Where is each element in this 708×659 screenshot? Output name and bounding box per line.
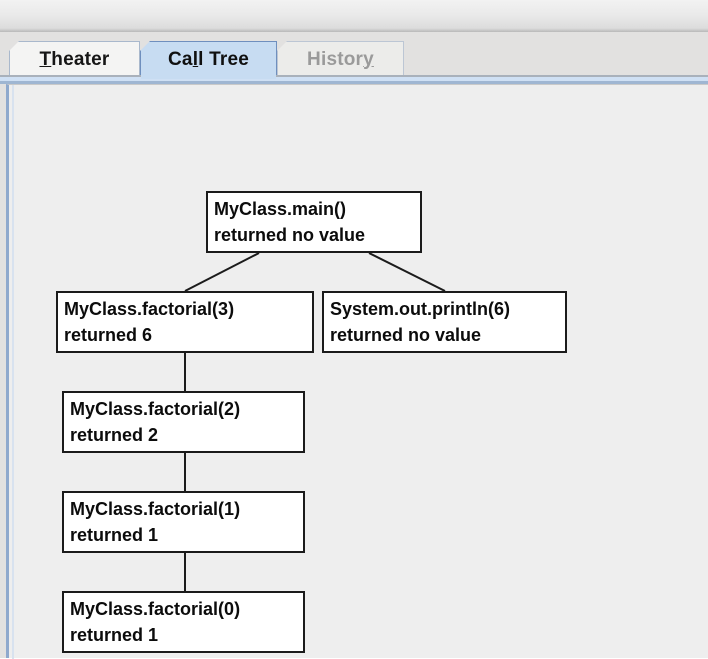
- tab-theater-label-rest: heater: [51, 48, 110, 70]
- tab-history[interactable]: History: [277, 41, 404, 77]
- call-tree-edge: [368, 252, 446, 292]
- tab-call-tree-label-rest: l Tree: [198, 48, 250, 70]
- call-tree-node[interactable]: MyClass.main() returned no value: [206, 191, 422, 253]
- tab-call-tree[interactable]: Call Tree: [140, 41, 277, 77]
- tab-strip-highlight: [0, 77, 708, 81]
- call-tree-node-result: returned 6: [64, 325, 153, 345]
- call-tree-node-call: MyClass.main(): [214, 199, 347, 219]
- window-chrome-band: [0, 0, 708, 32]
- call-tree-node[interactable]: MyClass.factorial(3) returned 6: [56, 291, 314, 353]
- call-tree-node-call: MyClass.factorial(3): [64, 299, 235, 319]
- call-tree-node-result: returned no value: [214, 225, 366, 245]
- call-tree-node[interactable]: MyClass.factorial(2) returned 2: [62, 391, 305, 453]
- selected-tab-join: [141, 75, 276, 79]
- tab-strip-divider: [0, 75, 708, 77]
- tab-strip-highlight-shadow: [0, 81, 708, 84]
- call-tree-node[interactable]: System.out.println(6) returned no value: [322, 291, 567, 353]
- call-tree-node[interactable]: MyClass.factorial(0) returned 1: [62, 591, 305, 653]
- call-tree-node-call: MyClass.factorial(1): [70, 499, 241, 519]
- call-tree-node-call: MyClass.factorial(0): [70, 599, 241, 619]
- tab-history-label: History: [307, 49, 374, 71]
- tab-history-mnemonic: y: [363, 48, 374, 70]
- call-tree-node-result: returned 2: [70, 425, 159, 445]
- panel-inner-edge: [12, 85, 14, 659]
- call-tree-node-result: returned 1: [70, 625, 159, 645]
- call-tree-node-result: returned no value: [330, 325, 482, 345]
- call-tree-node-call: System.out.println(6): [330, 299, 511, 319]
- tab-theater-mnemonic: T: [39, 48, 52, 70]
- tab-history-label-pre: Histor: [307, 48, 364, 70]
- tab-call-tree-label-pre: Ca: [167, 48, 193, 70]
- call-tree-node-call: MyClass.factorial(2): [70, 399, 241, 419]
- tab-theater-label: Theater: [39, 49, 109, 71]
- call-tree-node-result: returned 1: [70, 525, 159, 545]
- tab-strip: Theater Call Tree History: [0, 32, 708, 84]
- call-tree-node[interactable]: MyClass.factorial(1) returned 1: [62, 491, 305, 553]
- call-tree-edges: [184, 252, 446, 591]
- tab-call-tree-mnemonic: l: [192, 48, 199, 70]
- tab-theater[interactable]: Theater: [9, 41, 140, 77]
- tabbed-pane: Theater Call Tree History MyClass.main()…: [0, 32, 708, 659]
- call-tree-edge: [184, 252, 260, 292]
- tab-call-tree-label: Call Tree: [168, 49, 249, 71]
